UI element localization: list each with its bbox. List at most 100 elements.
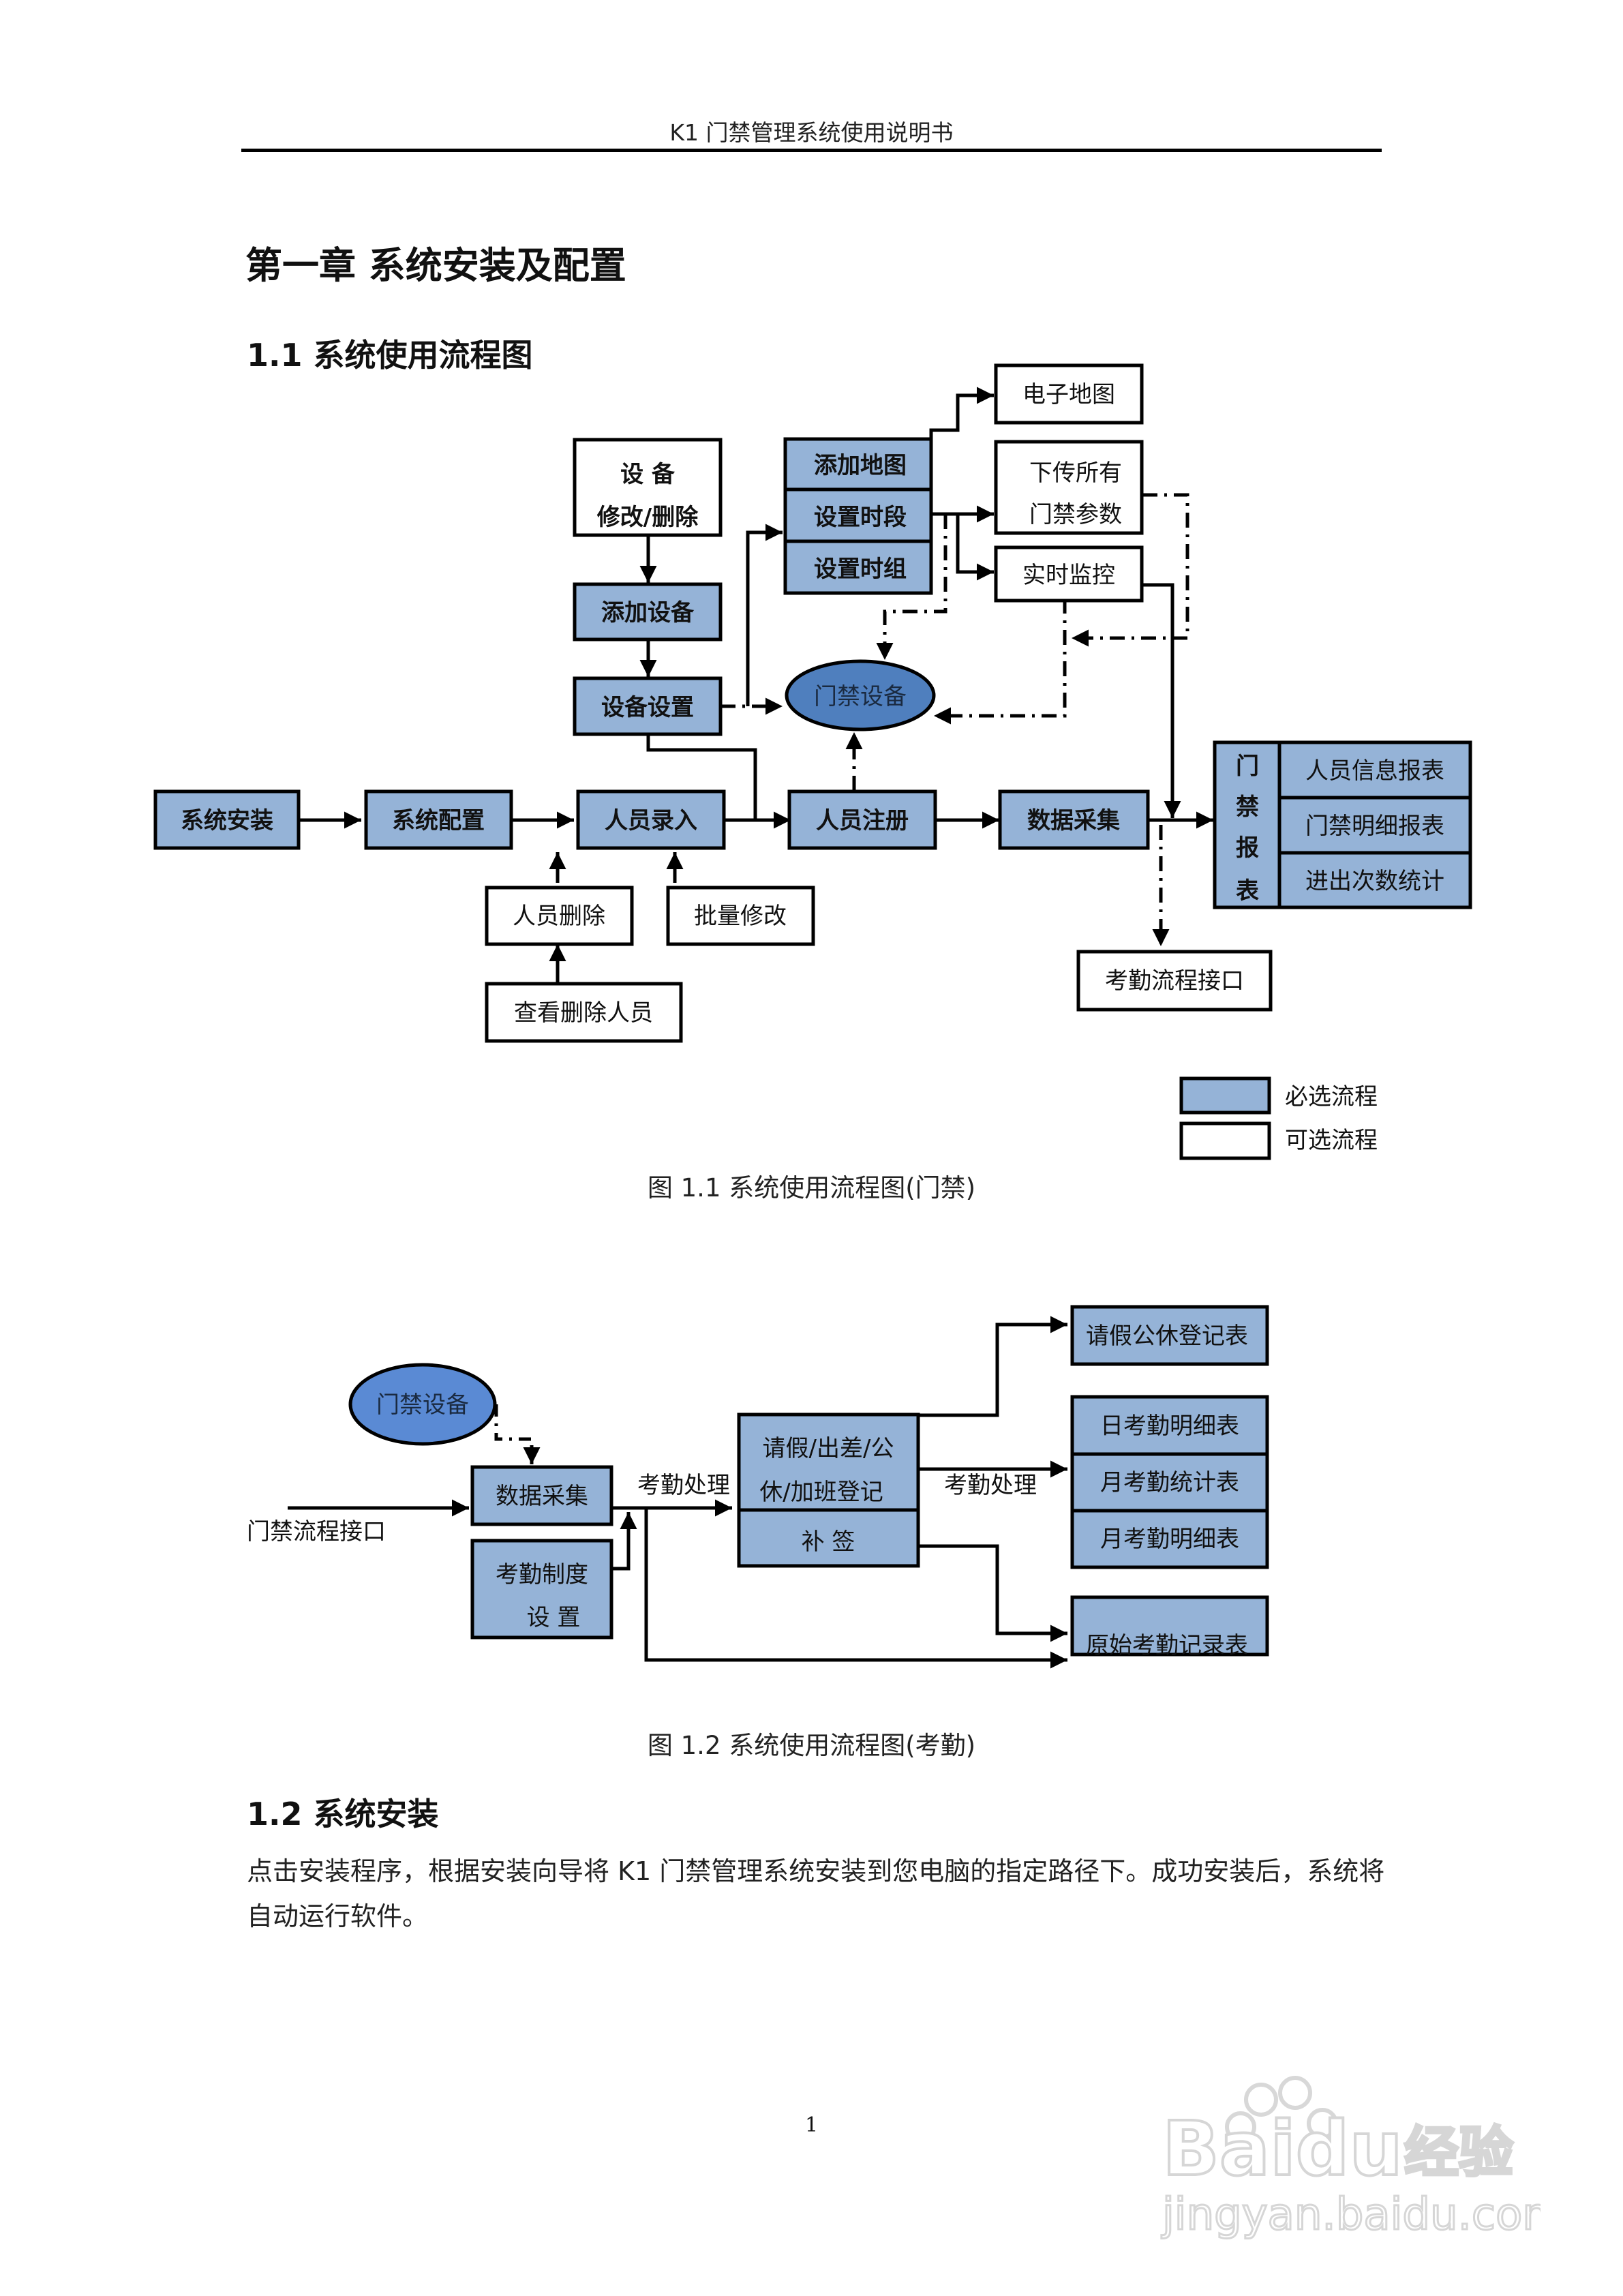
node-leave-table xyxy=(1070,1305,1269,1366)
dashed-arrow-time-to-device xyxy=(876,514,947,660)
legend-label-required: 必选流程 xyxy=(1285,1083,1378,1111)
attendance-flowchart: 门禁设备 数据采集 门禁流程接口 考勤制度 设 置 请假/出差/公 休/加班登记… xyxy=(247,1305,1269,1669)
node-data-collect-2 xyxy=(470,1465,613,1526)
label-system-install: 系统安装 xyxy=(181,807,273,834)
chapter-title: 第一章 系统安装及配置 xyxy=(245,244,626,287)
node-device-settings xyxy=(573,676,723,736)
label-monthly-detail: 月考勤明细表 xyxy=(1100,1526,1239,1553)
label-add-device: 添加设备 xyxy=(601,599,695,626)
dashed-arrow-device-to-collect xyxy=(494,1404,541,1464)
section-heading-1-2: 1.2 系统安装 xyxy=(247,1796,439,1832)
node-realtime-monitor xyxy=(994,545,1144,603)
label-person-entry: 人员录入 xyxy=(605,807,697,834)
document-header-title: K1 门禁管理系统使用说明书 xyxy=(669,119,954,146)
legend-swatch-required xyxy=(1179,1076,1271,1115)
page-number: 1 xyxy=(804,2113,819,2137)
node-e-map xyxy=(994,363,1144,425)
node-person-delete xyxy=(485,886,634,946)
node-raw-records xyxy=(1070,1595,1269,1657)
label-report-access-detail: 门禁明细报表 xyxy=(1305,813,1444,840)
label-daily-detail: 日考勤明细表 xyxy=(1100,1413,1239,1440)
node-attendance-interface xyxy=(1076,950,1273,1012)
label-set-time-period: 设置时段 xyxy=(814,504,907,531)
section-heading-1-1: 1.1 系统使用流程图 xyxy=(247,337,533,374)
label-sign-supplement: 补 签 xyxy=(802,1528,855,1556)
node-person-register xyxy=(787,789,937,850)
legend-label-optional: 可选流程 xyxy=(1285,1127,1378,1154)
label-access-interface: 门禁流程接口 xyxy=(247,1518,386,1545)
node-data-collect xyxy=(998,789,1150,850)
dashed-arrow-monitor-to-device xyxy=(934,599,1067,725)
node-download-params xyxy=(994,440,1144,535)
access-control-flowchart: 设 备 修改/删除 添加设备 设备设置 添加地图 设置时段 设置时组 电子地图 … xyxy=(153,363,1472,1160)
legend-swatch-optional xyxy=(1179,1121,1271,1160)
node-access-device-2 xyxy=(348,1363,497,1446)
node-access-reports xyxy=(1213,740,1472,909)
arrow-to-monitor xyxy=(956,514,994,581)
arrow-settings-to-time xyxy=(746,524,783,706)
node-system-config xyxy=(364,789,513,850)
label-system-config: 系统配置 xyxy=(392,807,485,834)
label-leave-register-1: 请假/出差/公 xyxy=(763,1435,894,1462)
label-person-register: 人员注册 xyxy=(816,807,909,834)
arrow-collect-to-raw xyxy=(644,1508,1067,1669)
solid-connectors xyxy=(299,387,1213,984)
arrow-monitor-to-main xyxy=(1142,583,1181,818)
label-report-group-3: 报 xyxy=(1236,834,1259,862)
optional-connectors xyxy=(721,493,1189,946)
label-report-group-2: 禁 xyxy=(1236,794,1259,821)
node-view-deleted xyxy=(485,982,683,1043)
node-system-install xyxy=(153,789,301,850)
arrow-to-leave-table xyxy=(918,1316,1067,1417)
node-person-entry xyxy=(576,789,726,850)
label-report-person-info: 人员信息报表 xyxy=(1305,757,1444,785)
label-data-collect-2: 数据采集 xyxy=(496,1483,588,1510)
label-view-deleted: 查看删除人员 xyxy=(514,999,653,1027)
label-monthly-stats: 月考勤统计表 xyxy=(1100,1469,1239,1496)
label-device-edit-1: 设 备 xyxy=(620,461,676,488)
baidu-watermark: Baidu 经验 jingyan.baidu.com xyxy=(1159,2072,1566,2250)
label-attendance-interface: 考勤流程接口 xyxy=(1105,967,1244,995)
line-settings-to-main xyxy=(646,734,757,820)
node-access-device xyxy=(785,659,936,731)
arrow-to-emap xyxy=(929,387,994,439)
figure-caption-1-1: 图 1.1 系统使用流程图(门禁) xyxy=(647,1173,976,1203)
label-person-delete: 人员删除 xyxy=(513,903,605,930)
figure-caption-1-2: 图 1.2 系统使用流程图(考勤) xyxy=(647,1731,976,1760)
label-access-device: 门禁设备 xyxy=(814,683,907,710)
label-device-edit-2: 修改/删除 xyxy=(596,504,699,531)
label-set-time-group: 设置时组 xyxy=(814,556,907,583)
node-batch-modify xyxy=(666,886,815,946)
label-process-2: 考勤处理 xyxy=(944,1472,1037,1499)
watermark-brand: Baidu xyxy=(1162,2105,1403,2192)
label-raw-records: 原始考勤记录表 xyxy=(1086,1632,1248,1659)
label-process-1: 考勤处理 xyxy=(637,1472,730,1499)
node-device-edit xyxy=(573,438,723,537)
node-leave-register xyxy=(737,1413,920,1568)
label-report-group-1: 门 xyxy=(1236,753,1259,780)
arrow-sign-to-raw xyxy=(918,1544,1067,1642)
header-divider xyxy=(241,149,1382,152)
label-device-settings: 设备设置 xyxy=(601,694,694,721)
label-download-params-2: 门禁参数 xyxy=(1029,501,1122,528)
dashed-arrow-download-to-monitor-line xyxy=(1072,493,1189,647)
label-access-device-2: 门禁设备 xyxy=(376,1391,469,1419)
label-download-params-1: 下传所有 xyxy=(1029,459,1122,487)
install-paragraph: 点击安装程序，根据安装向导将 K1 门禁管理系统安装到您电脑的指定路径下。成功安… xyxy=(247,1856,1385,1931)
label-attendance-rules-1: 考勤制度 xyxy=(496,1561,588,1588)
baidu-paw-icon: Baidu 经验 jingyan.baidu.com xyxy=(1160,2076,1566,2241)
label-e-map: 电子地图 xyxy=(1022,381,1115,408)
watermark-url: jingyan.baidu.com xyxy=(1161,2190,1541,2240)
label-add-map: 添加地图 xyxy=(814,452,907,479)
node-attendance-reports xyxy=(1070,1395,1269,1569)
watermark-brand-cn: 经验 xyxy=(1404,2121,1513,2184)
label-realtime-monitor: 实时监控 xyxy=(1022,562,1115,589)
label-data-collect: 数据采集 xyxy=(1027,807,1120,834)
arrow-rules-to-collect xyxy=(607,1512,637,1571)
label-leave-register-2: 休/加班登记 xyxy=(759,1479,883,1506)
label-leave-table: 请假公休登记表 xyxy=(1086,1323,1248,1350)
label-batch-modify: 批量修改 xyxy=(694,903,787,930)
node-time-stack xyxy=(783,437,933,595)
node-add-device xyxy=(573,582,723,641)
label-attendance-rules-2: 设 置 xyxy=(527,1604,581,1631)
